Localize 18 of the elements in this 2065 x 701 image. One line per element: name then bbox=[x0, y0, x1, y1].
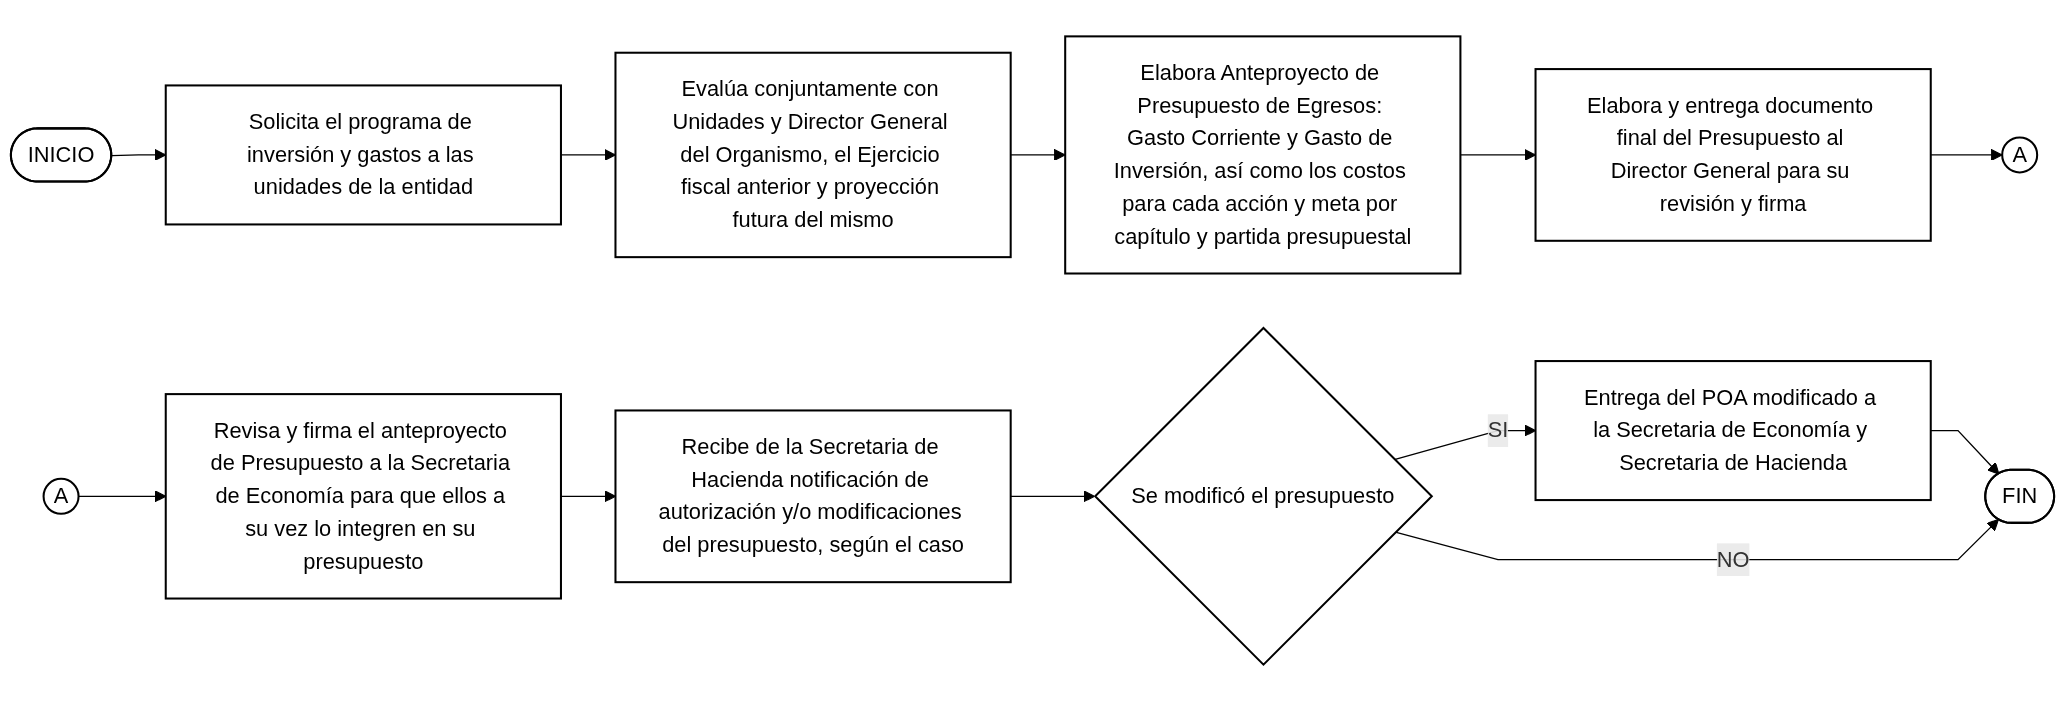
arrow bbox=[560, 148, 616, 161]
arrow bbox=[1930, 429, 2000, 475]
node-box: Entrega del POA modificado a la Secretaria de Economía y Secretaria de Hacienda bbox=[1534, 360, 1932, 502]
node-box: Solicita el programa de inversión y gastos a las unidades de la entidad bbox=[164, 84, 562, 226]
arrow bbox=[1010, 490, 1096, 503]
node-box: Elabora y entrega documento final del Presupuesto al Director General para su revisión y firma bbox=[1534, 68, 1932, 242]
arrow bbox=[1010, 148, 1066, 161]
node-box: Revisa y firma el anteproyecto de Presupuesto a la Secretaria de Economía para que ellos a su vez lo integren en su presupuesto bbox=[164, 393, 562, 600]
edge-label: NO bbox=[1716, 547, 1750, 571]
edge-label: SI bbox=[1487, 418, 1509, 442]
arrow bbox=[1930, 148, 2003, 161]
node-box: Elabora Anteproyecto de Presupuesto de Egresos: Gasto Corriente y Gasto de Inversión, así como los costos para cada acción y meta por capítulo y partida presupuestal bbox=[1064, 35, 1462, 275]
node-circle: A bbox=[42, 477, 80, 515]
node-circle: A bbox=[2001, 136, 2039, 174]
node-box: Recibe de la Secretaria de Hacienda notificación de autorización y/o modificaciones del presupuesto, según el caso bbox=[614, 409, 1012, 584]
node-box: Evalúa conjuntamente con Unidades y Director General del Organismo, el Ejercicio fiscal anterior y proyección futura del mismo bbox=[614, 51, 1012, 259]
node-diamond: Se modificó el presupuesto bbox=[1093, 326, 1434, 667]
arrow bbox=[560, 490, 616, 503]
